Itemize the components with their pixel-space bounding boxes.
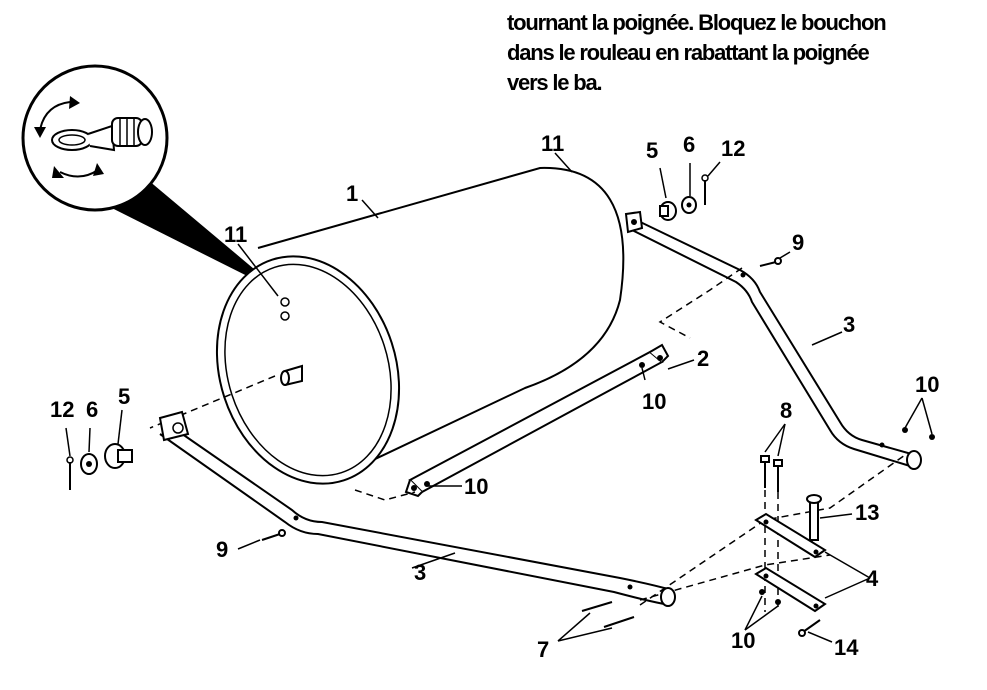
callout-11: 11 (224, 222, 247, 247)
callout-6: 6 (86, 397, 98, 422)
bracket-plates (754, 512, 827, 613)
callout-5: 5 (118, 384, 130, 409)
handle-right (624, 210, 922, 470)
instruction-line: vers le ba. (507, 70, 603, 95)
callout-10: 10 (464, 474, 488, 499)
callout-14: 14 (834, 635, 859, 660)
axle-stub (280, 364, 303, 386)
callout-10: 10 (731, 628, 755, 653)
callout-9: 9 (216, 537, 228, 562)
callout-11: 11 (541, 131, 564, 156)
callout-8: 8 (780, 398, 792, 423)
callout-6: 6 (683, 132, 695, 157)
callout-5: 5 (646, 138, 658, 163)
screw-left (261, 529, 286, 541)
right-hardware (659, 174, 709, 221)
instruction-line: dans le rouleau en rabattant la poignée (507, 40, 870, 65)
callout-1: 1 (346, 181, 358, 206)
leader-lines (65, 152, 933, 643)
scraper-bar (404, 343, 670, 498)
drum (149, 166, 625, 485)
callout-7: 7 (537, 637, 549, 662)
tow-pin (806, 494, 822, 541)
plug-detail-inset (21, 64, 285, 295)
bolts (760, 455, 783, 492)
plug-handle-icon (51, 117, 153, 152)
rotate-arrows-icon (34, 96, 104, 178)
instruction-line: tournant la poignée. Bloquez le bouchon (507, 10, 887, 35)
callout-10: 10 (915, 372, 939, 397)
callout-9: 9 (792, 230, 804, 255)
instruction-text: tournant la poignée. Bloquez le bouchon … (507, 8, 977, 98)
callout-3: 3 (414, 560, 426, 585)
callout-2: 2 (697, 346, 709, 371)
callout-12: 12 (50, 397, 74, 422)
callout-4: 4 (866, 566, 879, 591)
screw-right (759, 257, 782, 267)
callout-10: 10 (642, 389, 666, 414)
callout-12: 12 (721, 136, 745, 161)
pins (581, 601, 635, 628)
callout-3: 3 (843, 312, 855, 337)
left-hardware (66, 443, 133, 490)
callout-labels: 1 11 11 2 10 10 12 6 5 5 6 12 9 9 3 3 10… (50, 131, 939, 662)
handle-left (158, 410, 676, 607)
clip (798, 619, 821, 637)
nuts (759, 427, 935, 605)
callout-13: 13 (855, 500, 879, 525)
